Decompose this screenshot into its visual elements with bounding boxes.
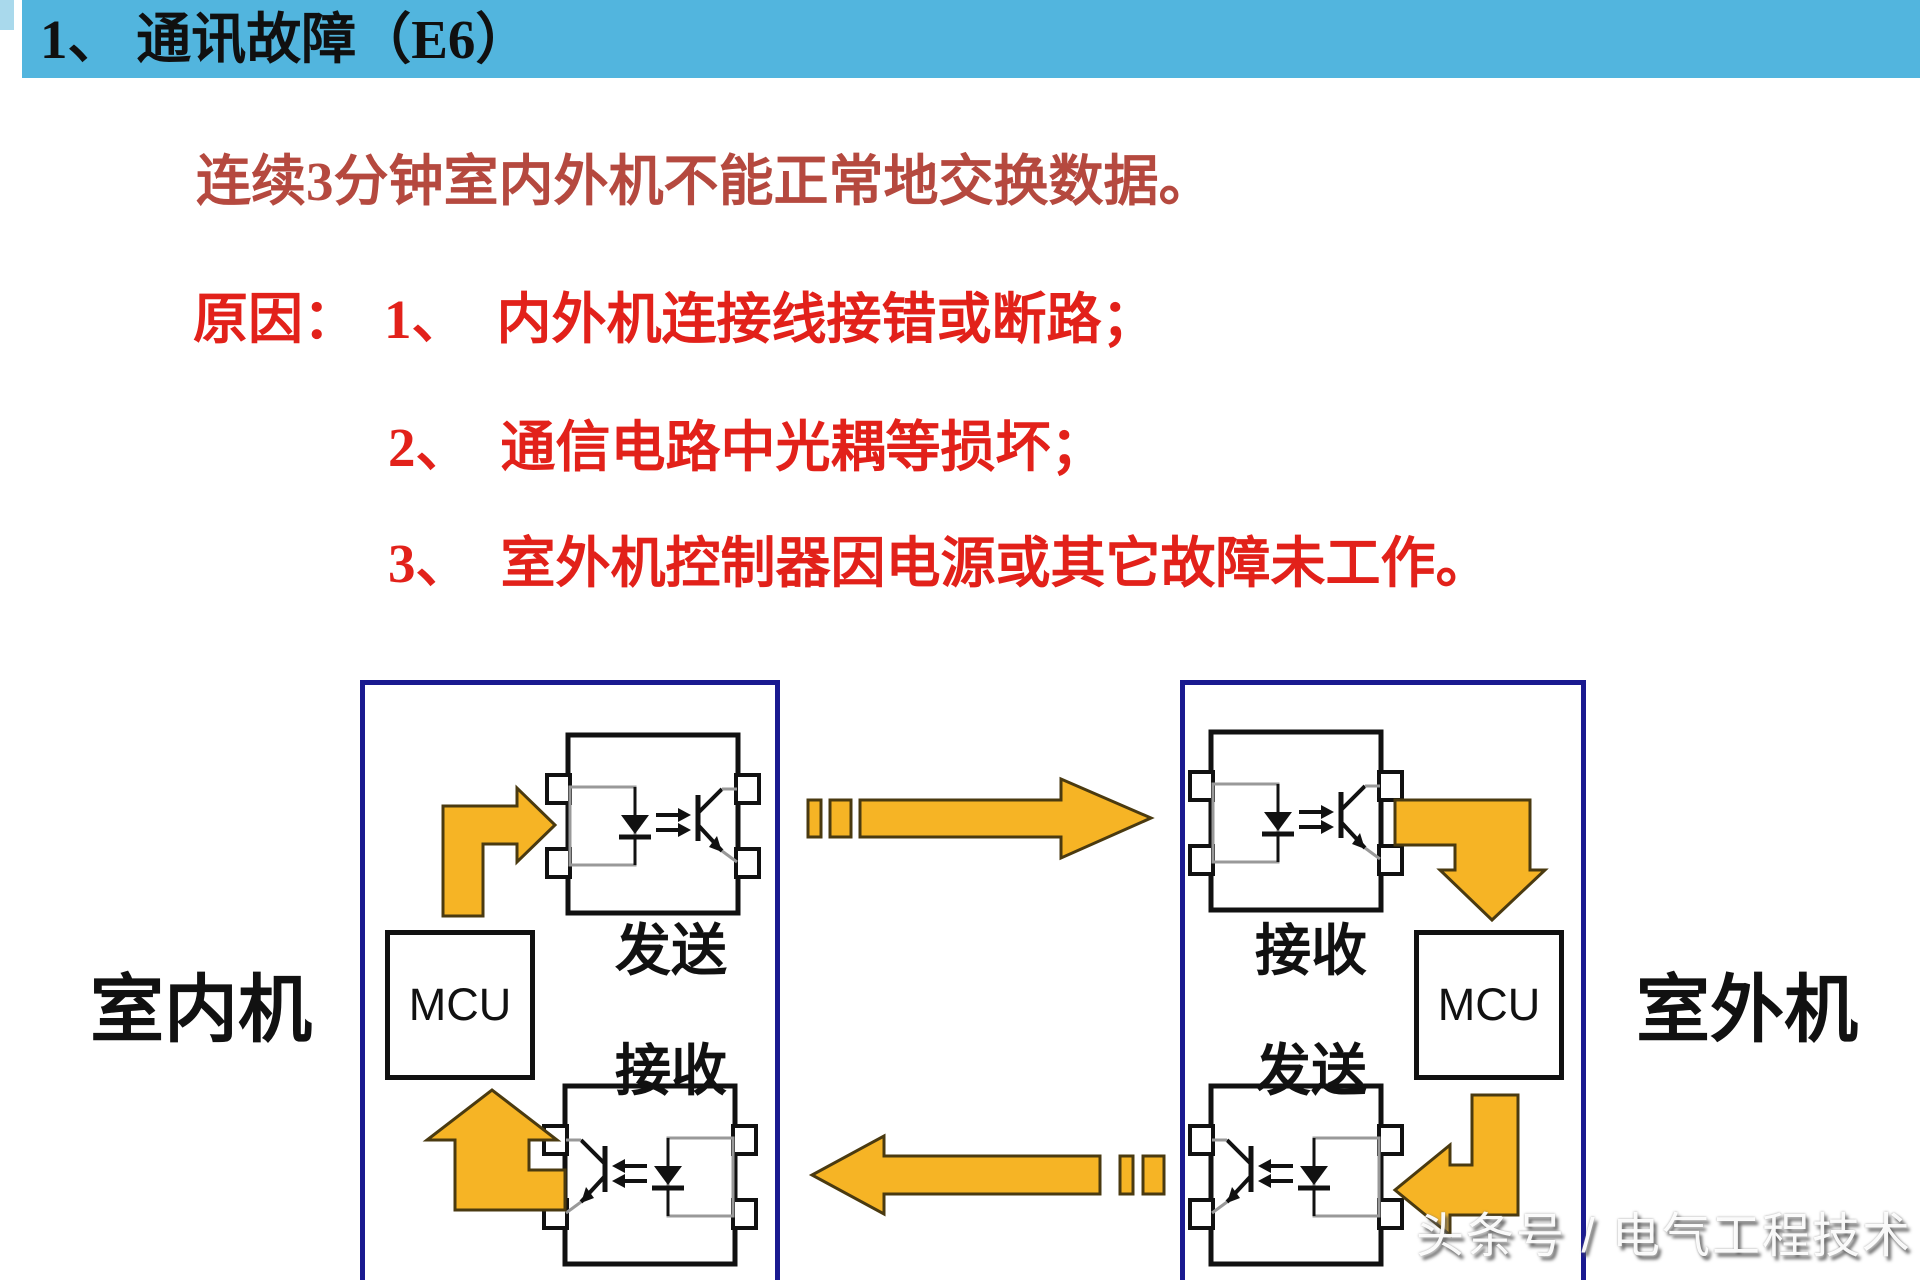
outdoor-to-indoor-line-arrow-icon: [808, 1133, 1166, 1217]
indoor-receive-to-mcu-arrow-icon: [422, 1088, 567, 1212]
cause-1-number: 1、: [384, 289, 467, 350]
title-bar-corner-accent: [0, 0, 14, 30]
outdoor-unit-label: 室外机: [1636, 970, 1858, 1052]
indoor-send-optocoupler-icon: [547, 735, 759, 913]
cause-3-text: 室外机控制器因电源或其它故障未工作。: [500, 533, 1491, 594]
outdoor-mcu-box: MCU: [1414, 930, 1564, 1080]
cause-1-text: 内外机连接线接错或断路；: [496, 289, 1157, 350]
outdoor-send-optocoupler-icon: [1190, 1086, 1402, 1264]
page-title: 1、 通讯故障（E6）: [40, 9, 531, 70]
indoor-send-label: 发送: [615, 921, 727, 983]
indoor-unit-label: 室内机: [90, 970, 312, 1052]
indoor-mcu-to-send-arrow-icon: [441, 784, 558, 918]
outdoor-mcu-to-send-arrow-icon: [1392, 1093, 1520, 1239]
cause-2-number: 2、: [388, 417, 471, 478]
indoor-mcu-box: MCU: [385, 930, 535, 1080]
cause-prefix: 原因：: [193, 289, 359, 350]
cause-3-number: 3、: [388, 533, 471, 594]
fault-cause-line-3: 3、室外机控制器因电源或其它故障未工作。: [388, 533, 1491, 595]
outdoor-receive-to-mcu-arrow-icon: [1393, 798, 1549, 923]
fault-symptom-text: 连续3分钟室内外机不能正常地交换数据。: [196, 151, 1214, 212]
cause-2-text: 通信电路中光耦等损坏；: [500, 417, 1106, 478]
indoor-to-outdoor-line-arrow-icon: [806, 776, 1155, 861]
title-bar: 1、 通讯故障（E6）: [22, 0, 1920, 78]
watermark-text: 头条号 / 电气工程技术: [1415, 1210, 1912, 1263]
indoor-receive-label: 接收: [615, 1041, 727, 1103]
outdoor-receive-label: 接收: [1255, 921, 1367, 983]
indoor-receive-optocoupler-icon: [544, 1086, 756, 1264]
fault-cause-line-2: 2、通信电路中光耦等损坏；: [388, 417, 1106, 479]
fault-cause-line-1: 原因： 1、内外机连接线接错或断路；: [193, 289, 1157, 351]
outdoor-receive-optocoupler-icon: [1190, 732, 1402, 910]
outdoor-send-label: 发送: [1255, 1041, 1367, 1103]
